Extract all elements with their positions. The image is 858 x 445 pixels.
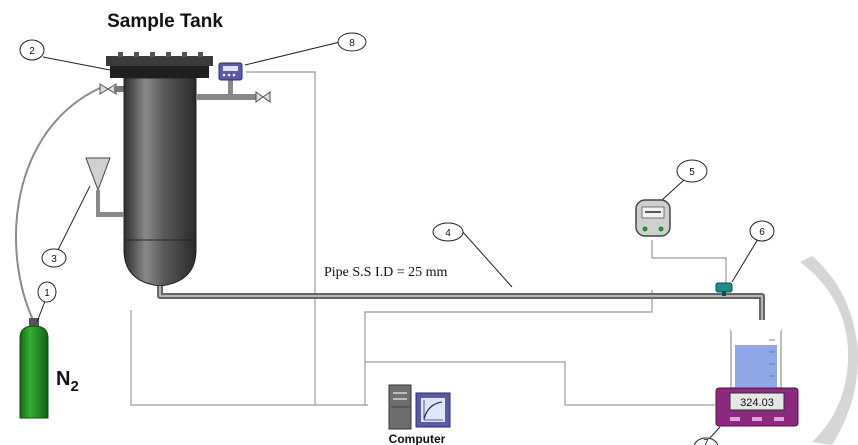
feed-funnel <box>85 157 124 217</box>
collection-beaker <box>730 329 782 389</box>
pipe-label: Pipe S.S I.D = 25 mm <box>324 265 448 280</box>
svg-text:5: 5 <box>689 167 695 178</box>
signal-wires <box>130 71 727 406</box>
sampling-port <box>196 80 271 103</box>
tank-body <box>123 77 197 287</box>
svg-text:8: 8 <box>349 38 355 49</box>
stopwatch <box>635 199 671 237</box>
computer-monitor-icon <box>415 392 451 428</box>
gas-inlet-valve <box>99 83 126 95</box>
computer-label: Computer <box>389 432 446 445</box>
callout-3: 3 <box>41 248 67 268</box>
tank-flange <box>110 66 209 78</box>
callout-8: 8 <box>337 32 367 52</box>
outlet-valve <box>715 282 733 296</box>
main-pipe <box>157 286 765 320</box>
sample-tank <box>106 52 213 287</box>
gas-hose <box>15 87 101 323</box>
tank-title: Sample Tank <box>107 11 223 32</box>
callout-1: 1 <box>37 281 57 303</box>
callout-4: 4 <box>432 222 464 242</box>
nitrogen-cylinder <box>19 318 49 419</box>
temperature-display <box>218 62 243 81</box>
svg-text:1: 1 <box>44 288 50 299</box>
svg-text:7: 7 <box>703 438 709 445</box>
tank-top-lid <box>106 56 213 66</box>
svg-text:3: 3 <box>51 254 57 265</box>
callout-5: 5 <box>676 159 708 183</box>
svg-text:6: 6 <box>759 227 765 238</box>
svg-text:4: 4 <box>445 228 451 239</box>
callout-2: 2 <box>19 39 45 61</box>
computer-tower-icon <box>388 384 412 430</box>
callout-6: 6 <box>749 220 775 242</box>
callout-leaders <box>36 41 759 441</box>
gas-label: N2 <box>56 368 79 395</box>
decorative-arc <box>800 256 858 445</box>
callout-7: 7 <box>693 437 719 445</box>
svg-text:2: 2 <box>29 46 35 57</box>
digital-balance: 324.03 <box>715 387 799 427</box>
balance-reading: 324.03 <box>740 397 774 409</box>
